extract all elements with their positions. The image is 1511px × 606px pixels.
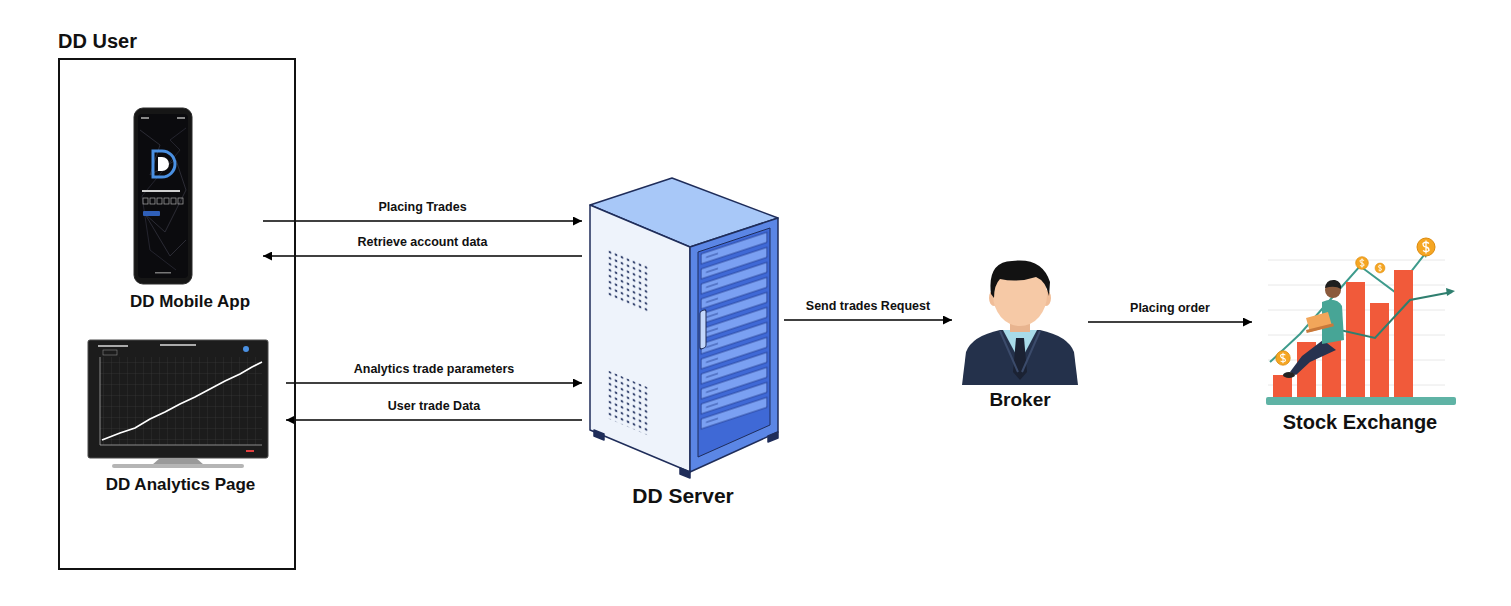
component-node: Broker bbox=[955, 260, 1085, 412]
group-heading: DD User bbox=[58, 29, 137, 53]
group-title: DD User bbox=[58, 29, 137, 53]
node-label: Broker bbox=[989, 389, 1050, 412]
component-node: Stock Exchange bbox=[1255, 222, 1465, 434]
edge-label: Placing Trades bbox=[375, 200, 469, 216]
node-caption: DD Analytics Page bbox=[78, 475, 283, 495]
node-caption: DD Server bbox=[585, 483, 781, 508]
flow-arrow bbox=[1088, 321, 1252, 323]
edge-label: Send trades Request bbox=[803, 299, 933, 315]
flow-arrow bbox=[286, 382, 582, 384]
node-label: DD Server bbox=[632, 483, 734, 508]
flow-arrow bbox=[263, 220, 582, 222]
phone-illustration bbox=[134, 108, 192, 284]
edge-label: Analytics trade parameters bbox=[351, 362, 518, 378]
edge-label: User trade Data bbox=[385, 399, 483, 415]
group-box: DD UserDD Mobile AppDD Analytics Page bbox=[58, 58, 296, 570]
flow-arrow bbox=[784, 319, 952, 321]
broker-illustration bbox=[962, 260, 1078, 385]
edge-label: Retrieve account data bbox=[355, 235, 491, 251]
node-label: DD Analytics Page bbox=[106, 475, 256, 495]
flow-arrow bbox=[286, 419, 582, 421]
server-illustration bbox=[590, 178, 778, 478]
edge-label: Placing order bbox=[1127, 301, 1213, 317]
flow-arrow bbox=[263, 255, 582, 257]
node-label: DD Mobile App bbox=[130, 292, 250, 312]
component-node: DD Analytics Page bbox=[78, 335, 283, 495]
node-caption: Broker bbox=[955, 389, 1085, 412]
node-caption: DD Mobile App bbox=[120, 292, 260, 312]
stock-exchange-illustration bbox=[1266, 238, 1456, 405]
node-caption: Stock Exchange bbox=[1255, 410, 1465, 434]
node-label: Stock Exchange bbox=[1283, 410, 1438, 434]
component-node: DD Mobile App bbox=[120, 100, 260, 312]
component-node: DD Server bbox=[585, 170, 781, 508]
monitor-illustration bbox=[88, 340, 268, 468]
